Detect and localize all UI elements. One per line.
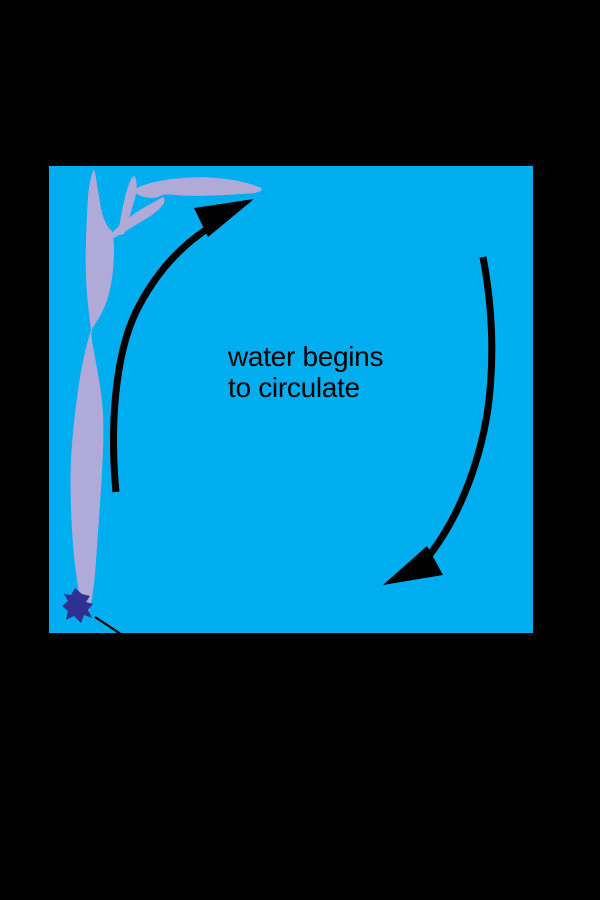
circulation-label-line2: to circulate [228,372,360,403]
downward-arrow-curve [425,256,496,560]
circulation-label: water begins to circulate [228,341,418,403]
circulation-arrows [110,199,496,585]
upward-arrow-head [194,199,254,237]
plume-column [70,170,114,618]
hydrothermal-plume [62,170,262,623]
circulation-label-line1: water begins [228,341,384,372]
downward-arrow-head [383,546,443,585]
upward-arrow-curve [110,226,209,493]
vent-pointer-line [94,616,143,649]
vent-blob [62,588,93,623]
plume-branch [118,176,137,235]
plume-top-cloud [133,177,262,198]
water-body [49,166,533,633]
plume-arm [110,197,165,238]
